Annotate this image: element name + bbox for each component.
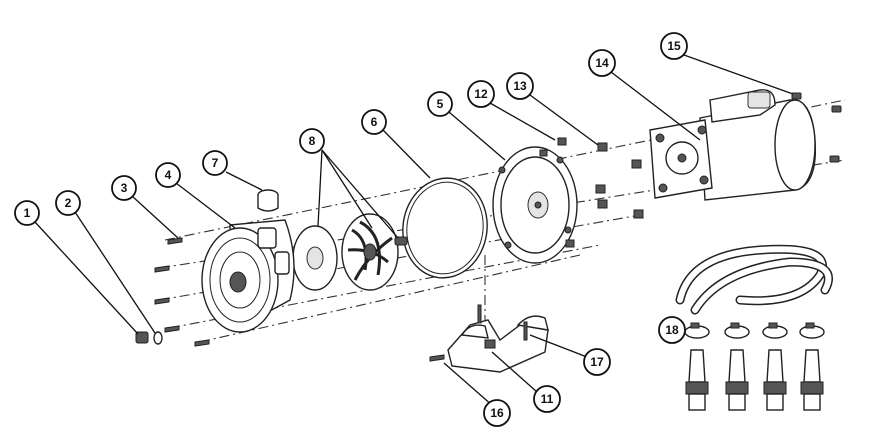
hose xyxy=(675,244,833,315)
svg-text:11: 11 xyxy=(541,392,554,406)
callout-3: 3 xyxy=(111,175,137,201)
callout-15: 15 xyxy=(660,32,688,60)
callout-6: 6 xyxy=(361,109,387,135)
svg-text:7: 7 xyxy=(212,156,219,170)
housing-screws xyxy=(154,237,210,347)
cap xyxy=(257,189,279,212)
svg-text:3: 3 xyxy=(121,181,128,195)
callout-7: 7 xyxy=(202,150,228,176)
nuts xyxy=(539,137,644,248)
callout-12: 12 xyxy=(467,80,495,108)
pump-base xyxy=(429,304,549,373)
impeller xyxy=(341,213,408,291)
svg-text:1: 1 xyxy=(24,206,31,220)
callout-18: 18 xyxy=(658,316,686,344)
diffuser xyxy=(292,225,338,291)
callout-13: 13 xyxy=(506,72,534,100)
o-ring xyxy=(402,177,488,279)
svg-text:2: 2 xyxy=(65,196,72,210)
svg-text:8: 8 xyxy=(309,134,316,148)
callout-17: 17 xyxy=(583,348,611,376)
clamps-and-fittings xyxy=(684,322,825,411)
callout-5: 5 xyxy=(427,91,453,117)
svg-text:18: 18 xyxy=(665,323,679,337)
callout-11: 11 xyxy=(533,385,561,413)
svg-text:6: 6 xyxy=(371,115,378,129)
callout-1: 1 xyxy=(14,200,40,226)
svg-text:5: 5 xyxy=(437,97,444,111)
svg-text:13: 13 xyxy=(513,79,527,93)
leader-lines xyxy=(34,54,794,407)
motor xyxy=(649,89,817,201)
svg-text:15: 15 xyxy=(667,39,681,53)
pump-housing xyxy=(201,219,295,333)
motor-bolts xyxy=(791,92,842,163)
seal-plate xyxy=(492,146,578,264)
svg-text:17: 17 xyxy=(590,355,604,369)
callout-16: 16 xyxy=(483,399,511,427)
callout-14: 14 xyxy=(588,49,616,77)
svg-text:12: 12 xyxy=(474,87,488,101)
callout-8: 8 xyxy=(299,128,325,154)
svg-text:16: 16 xyxy=(490,406,504,420)
callout-4: 4 xyxy=(155,162,181,188)
svg-text:4: 4 xyxy=(165,168,172,182)
callout-2: 2 xyxy=(55,190,81,216)
drain-plug xyxy=(135,331,163,345)
svg-text:14: 14 xyxy=(595,56,609,70)
